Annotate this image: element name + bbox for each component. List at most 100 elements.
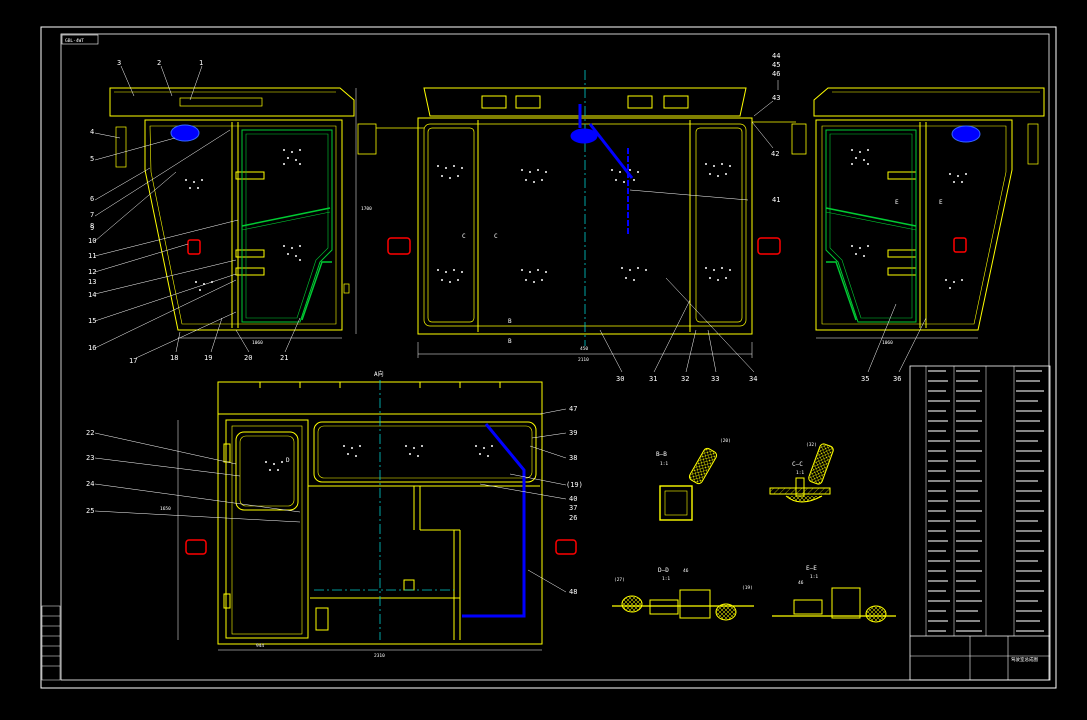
right-vents xyxy=(851,149,967,289)
callout: 10 xyxy=(88,237,96,245)
title-tag: GBL-4WT xyxy=(65,38,84,44)
leader-lines xyxy=(94,65,927,593)
section-ref: 46 xyxy=(683,568,689,574)
callout: 35 xyxy=(861,375,869,383)
right-wiper-motor xyxy=(951,125,981,143)
title-tag-box xyxy=(61,34,99,45)
callout: 11 xyxy=(88,252,96,260)
door-body xyxy=(217,413,543,645)
callout: 22 xyxy=(86,429,94,437)
door-mirror-right xyxy=(555,539,577,555)
section-mark-b: B xyxy=(508,338,512,345)
section-scale: 1:1 xyxy=(810,574,818,580)
dimension-texts: 2110 450 2310 944 1060 1060 1700 1650 xyxy=(160,206,893,659)
callout: 31 xyxy=(649,375,657,383)
section-mark-c: C xyxy=(494,233,498,240)
section-ee xyxy=(772,587,896,623)
door-vents xyxy=(265,445,493,471)
section-scale: 1:1 xyxy=(662,576,670,582)
door-window xyxy=(235,431,299,511)
callout: 41 xyxy=(772,196,780,204)
section-title-bb: B—B xyxy=(656,451,667,458)
callout: 2 xyxy=(157,59,161,67)
callout: 46 xyxy=(772,70,780,78)
section-mark-e: E xyxy=(939,199,943,206)
dim-right-base: 1060 xyxy=(882,340,893,346)
front-mirror-left xyxy=(387,237,411,255)
callout: 13 xyxy=(88,278,96,286)
callout: 8 xyxy=(90,222,94,230)
callout: 15 xyxy=(88,317,96,325)
callout: 7 xyxy=(90,211,94,219)
callout: 19 xyxy=(204,354,212,362)
callout: 33 xyxy=(711,375,719,383)
callout: 9 xyxy=(90,224,94,232)
section-title-ee: E—E xyxy=(806,565,817,572)
section-ref: (32) xyxy=(806,442,817,448)
section-dd xyxy=(612,589,754,621)
callout: 26 xyxy=(569,514,577,522)
dim-front-sub: 450 xyxy=(580,346,588,352)
callout: 36 xyxy=(893,375,901,383)
section-mark-b: B xyxy=(508,318,512,325)
callout: 21 xyxy=(280,354,288,362)
callout: 23 xyxy=(86,454,94,462)
section-scale: 1:1 xyxy=(796,470,804,476)
dim-front-width: 2110 xyxy=(578,357,589,363)
revision-table xyxy=(41,605,61,681)
front-roof xyxy=(423,87,747,117)
section-ref: 46 xyxy=(798,580,804,586)
callout: 38 xyxy=(569,454,577,462)
callout: 39 xyxy=(569,429,577,437)
callout: 24 xyxy=(86,480,94,488)
front-wiper xyxy=(570,104,634,236)
front-vents xyxy=(437,163,731,283)
callout-labels: 3 2 1 4 5 6 7 8 9 10 11 12 13 14 15 16 1… xyxy=(86,52,901,596)
callout: (19) xyxy=(566,481,583,489)
callout: 37 xyxy=(569,504,577,512)
right-mirror xyxy=(953,237,967,253)
callout: 1 xyxy=(199,59,203,67)
section-mark-c: C xyxy=(462,233,466,240)
callout: 25 xyxy=(86,507,94,515)
door-frame xyxy=(225,419,309,639)
parts-list xyxy=(909,365,1051,681)
callout: 44 xyxy=(772,52,780,60)
callout: 43 xyxy=(772,94,780,102)
callout: 30 xyxy=(616,375,624,383)
callout: 16 xyxy=(88,344,96,352)
door-wiper-pipe xyxy=(462,423,526,618)
outer-frame xyxy=(40,26,1057,689)
callout: 42 xyxy=(771,150,779,158)
section-ref: (19) xyxy=(742,585,753,591)
left-side-view xyxy=(109,87,357,339)
section-ref: (27) xyxy=(614,577,625,583)
dim-door-height: 1650 xyxy=(160,506,171,512)
view-label-a: A向 xyxy=(374,370,384,378)
section-mark-d: D xyxy=(286,457,290,464)
section-title-dd: D—D xyxy=(658,567,669,574)
door-mirror-left xyxy=(185,539,207,555)
right-body xyxy=(815,119,1013,331)
callout: 47 xyxy=(569,405,577,413)
left-roof xyxy=(109,87,355,117)
section-marks: C C E E B B D A向 xyxy=(286,199,943,464)
callout: 45 xyxy=(772,61,780,69)
callout: 5 xyxy=(90,155,94,163)
right-glass xyxy=(825,129,917,323)
parts-list-entries xyxy=(928,370,1044,632)
door-view xyxy=(177,381,543,651)
front-view xyxy=(357,87,807,358)
section-cc xyxy=(769,443,834,503)
callout: 17 xyxy=(129,357,137,365)
front-body xyxy=(417,117,753,335)
callout: 40 xyxy=(569,495,577,503)
callout: 6 xyxy=(90,195,94,203)
front-mirror-right xyxy=(757,237,781,255)
right-roof xyxy=(813,87,1045,117)
left-vents xyxy=(185,149,301,291)
section-ref: (20) xyxy=(720,438,731,444)
dim-door-width: 2310 xyxy=(374,653,385,659)
dim-door-sub: 944 xyxy=(256,643,264,649)
